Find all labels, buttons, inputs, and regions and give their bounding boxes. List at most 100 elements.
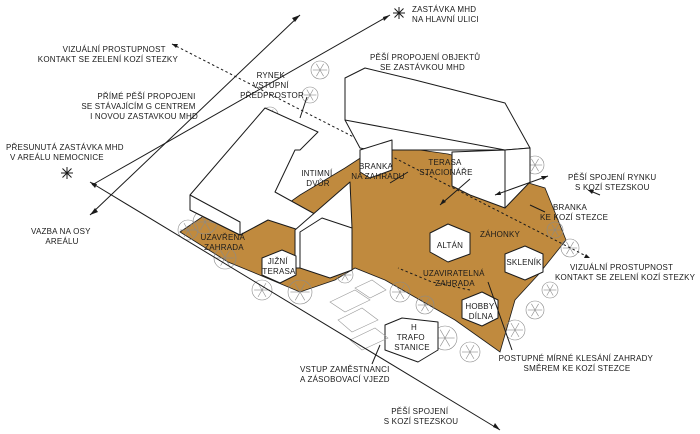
label-terrace-ward: TERASA STACIONÁŘE xyxy=(419,158,472,177)
tree-branch xyxy=(465,344,471,353)
south-terrace-pavilion xyxy=(261,249,297,284)
tree-branch xyxy=(469,351,475,360)
tree-branch xyxy=(531,303,536,311)
tree-outline xyxy=(301,86,319,104)
label-slope: POSTUPNÉ MÍRNÉ KLESÁNÍ ZAHRADY SMĚREM KE… xyxy=(499,354,656,373)
label-pedestrian-bottom: PĚŠÍ SPOJENÍ S KOZÍ STEZSKOU xyxy=(384,407,459,426)
axis-arrows xyxy=(89,14,601,431)
tree-branch xyxy=(183,222,189,231)
tree-branch xyxy=(551,224,556,231)
tree-branch xyxy=(421,304,426,312)
tree-branch xyxy=(261,289,267,298)
tree-branch xyxy=(261,282,267,291)
tree-branch xyxy=(319,63,324,71)
tree-branch xyxy=(309,94,314,101)
visual-axis-line xyxy=(171,43,591,259)
tree-branch xyxy=(316,69,321,77)
label-gazebo: ALTÁN xyxy=(437,241,463,250)
tree-branch xyxy=(341,274,346,281)
label-visual-right: VIZUÁLNÍ PROSTUPNOST KONTAKT SE ZELENÍ K… xyxy=(555,263,696,282)
tree-branch xyxy=(220,250,226,259)
tree-branch xyxy=(399,291,405,300)
tree-branch xyxy=(554,229,559,236)
tree-outline xyxy=(541,281,559,299)
tree-branch xyxy=(299,283,306,293)
label-intimate-yard: INTIMNÍ DVŮR xyxy=(301,169,335,188)
tree-branch xyxy=(531,164,536,172)
tree-outline xyxy=(415,295,435,315)
tree-outline xyxy=(546,221,564,239)
transformer-building xyxy=(384,317,439,363)
tree-branch xyxy=(546,284,551,291)
tree-branch xyxy=(421,298,426,306)
tree-outline xyxy=(560,238,580,258)
tree-branch xyxy=(224,257,230,266)
label-greenhouse: SKLENÍK xyxy=(506,258,542,267)
tree-outline xyxy=(459,341,481,363)
tree-branch xyxy=(439,329,446,339)
tree-branch xyxy=(183,229,189,238)
hobby-pavilion xyxy=(461,291,499,327)
tree-branch xyxy=(465,351,471,360)
label-rynek: RYNEK VSTUPNÍ PŘEDPROSTOR xyxy=(240,71,304,100)
tree-outline xyxy=(287,279,313,305)
tree-branch xyxy=(566,247,571,255)
label-staff-entry: VSTUP ZAMĚSTNANCI A ZÁSOBOVACÍ VJEZD xyxy=(300,365,392,384)
tree-branch xyxy=(531,309,536,317)
label-flowerbeds: ZÁHONKY xyxy=(480,230,521,239)
tree-outline xyxy=(177,219,199,241)
label-closed-garden: UZAVŘENÁ ZAHRADA xyxy=(200,233,247,252)
label-transformer-symbol: H xyxy=(411,323,417,332)
tree-outline xyxy=(310,60,330,80)
tree-branch xyxy=(316,63,321,71)
tree-branch xyxy=(469,344,475,353)
tree-branch xyxy=(534,303,539,311)
tree-branch xyxy=(187,222,193,231)
label-stop-main: ZASTÁVKA MHD NA HLAVNÍ ULICI xyxy=(412,5,479,24)
tree-branch xyxy=(546,289,551,296)
tree-branch xyxy=(569,247,574,255)
building-main xyxy=(189,107,353,279)
parking-outline xyxy=(329,279,389,351)
tree-branch xyxy=(510,322,516,331)
label-gate-garden: BRANKA NA ZAHRADU xyxy=(351,162,405,181)
tree-branch xyxy=(534,164,539,172)
tree-branch xyxy=(294,291,301,301)
label-gate-path: BRANKA KE KOZÍ STEZCE xyxy=(540,203,608,222)
tree-branch xyxy=(204,221,211,231)
tree-branch xyxy=(424,298,429,306)
tree-branch xyxy=(554,224,559,231)
tree-branch xyxy=(319,69,324,77)
tree-branch xyxy=(399,284,405,293)
tree-branch xyxy=(306,89,311,96)
label-hobby: HOBBY DÍLNA xyxy=(465,302,496,321)
tree-branch xyxy=(424,304,429,312)
tree-branch xyxy=(294,283,301,293)
tree-branch xyxy=(551,229,556,236)
tree-outline xyxy=(213,246,237,270)
tree-outline xyxy=(251,279,273,301)
tree-branch xyxy=(395,291,401,300)
tree-branch xyxy=(444,337,451,347)
building-north-east xyxy=(344,67,531,209)
tree-branch xyxy=(257,289,263,298)
tree-outline xyxy=(389,281,411,303)
label-relocated-stop: PŘESUNUTÁ ZASTÁVKA MHD V AREÁLU NEMOCNIC… xyxy=(6,143,126,162)
label-axis: VAZBA NA OSY AREÁLU xyxy=(31,227,93,246)
diagram-labels: ZASTÁVKA MHD NA HLAVNÍ ULICI VIZUÁLNÍ PR… xyxy=(6,5,696,426)
tree-branch xyxy=(309,89,314,96)
label-market-link: PĚŠÍ SPOJENÍ RYNKU S KOZÍ STEZSKOU xyxy=(568,173,659,192)
label-south-terrace: JIŽNÍ TERASA xyxy=(262,257,296,276)
tree-branch xyxy=(299,291,306,301)
tree-branch xyxy=(395,284,401,293)
tree-branch xyxy=(444,329,451,339)
label-lockable-garden: UZAVIRATELNÁ ZAHRADA xyxy=(423,269,487,288)
tree-branch xyxy=(344,274,349,281)
tree-branch xyxy=(549,289,554,296)
tree-branch xyxy=(187,229,193,238)
label-direct-link: PŘÍMÉ PĚŠÍ PROPOJENI SE STÁVAJÍCÍM G CEN… xyxy=(81,92,198,121)
bus-stop-main-marker xyxy=(393,7,405,19)
tree-branch xyxy=(306,94,311,101)
bus-stop-relocated-marker xyxy=(61,167,73,179)
